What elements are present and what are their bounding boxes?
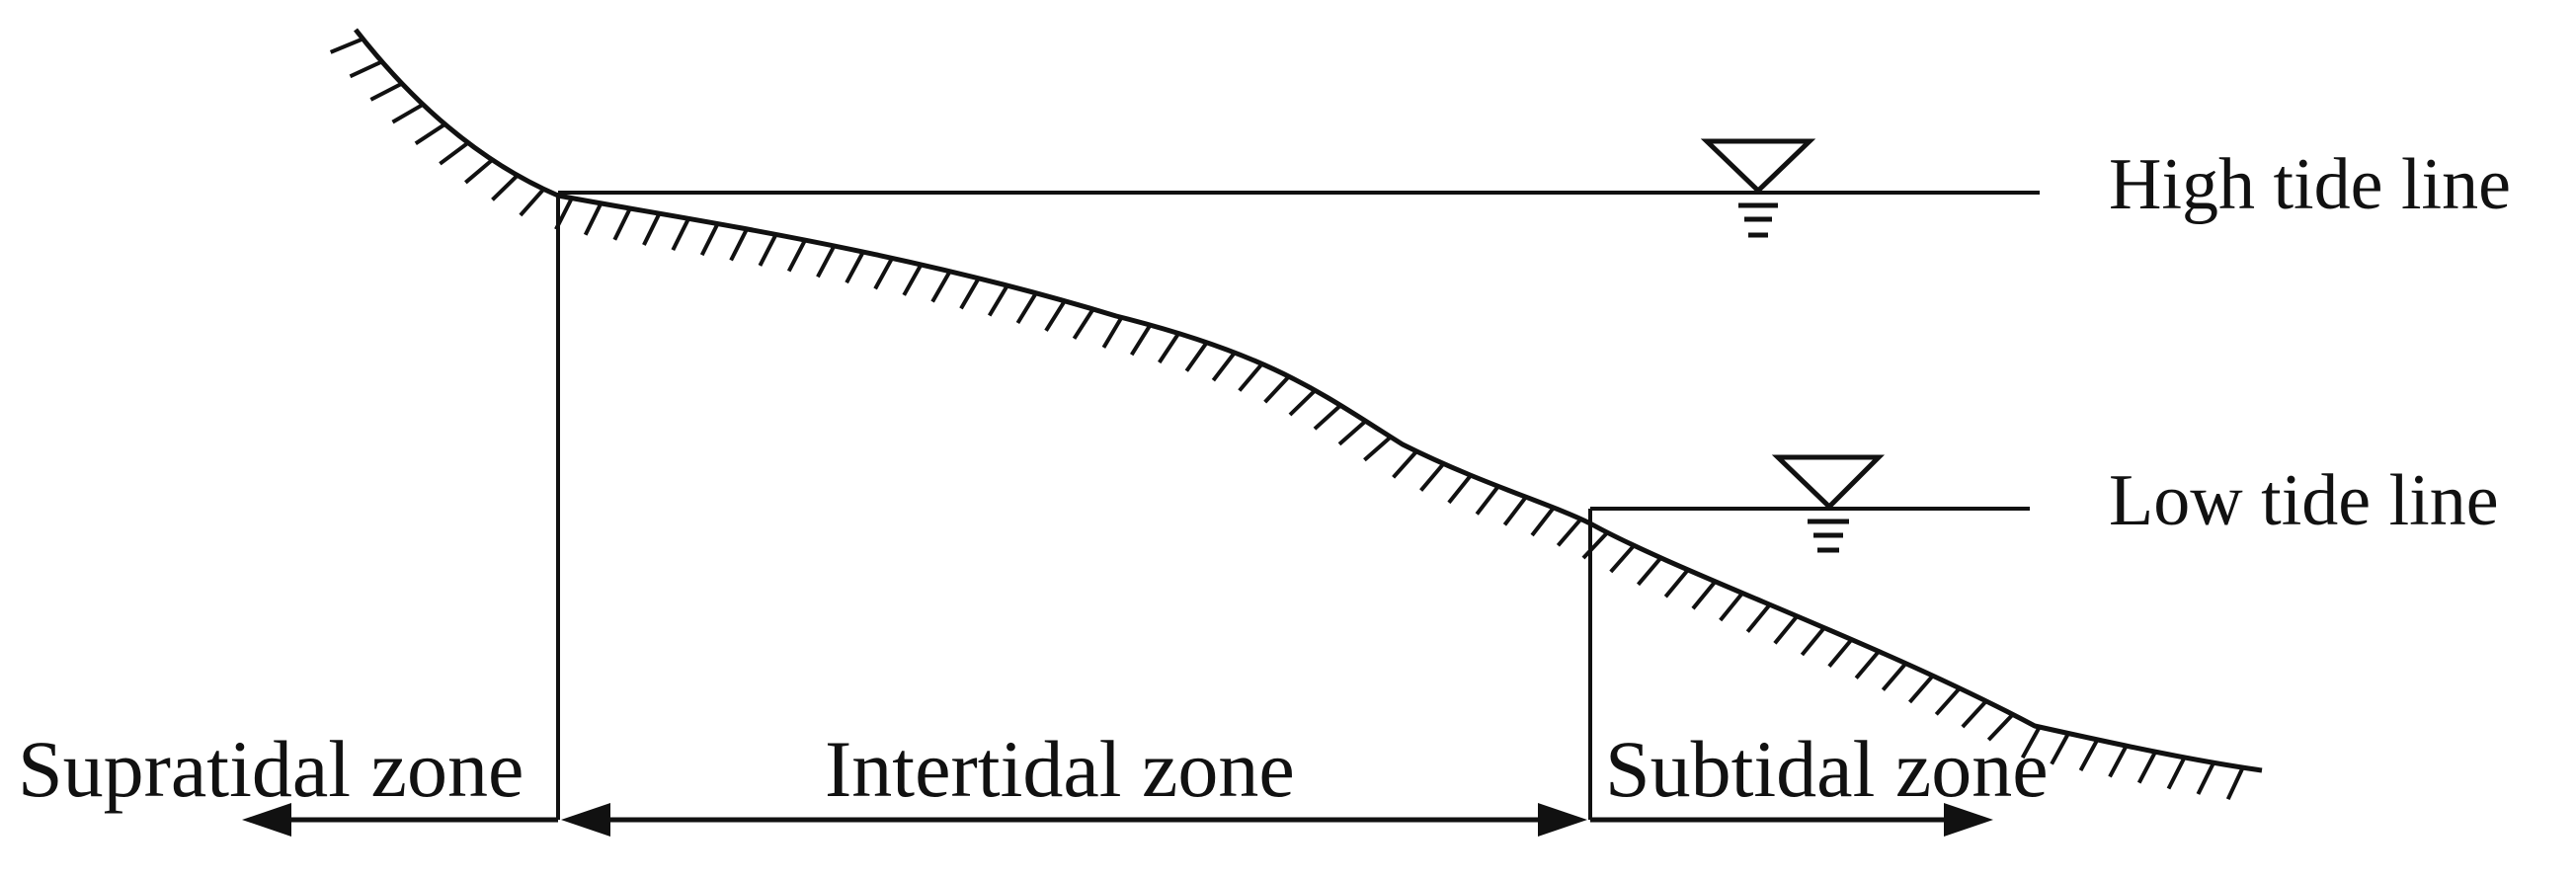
hatch-mark xyxy=(845,251,865,284)
hatch-mark xyxy=(1184,341,1209,372)
hatch-mark xyxy=(1288,388,1317,417)
hatch-mark xyxy=(349,59,383,79)
intertidal-zone-label: Intertidal zone xyxy=(825,724,1295,814)
intertidal-arrow xyxy=(561,803,1587,837)
hatch-mark xyxy=(1961,699,1988,729)
hatch-mark xyxy=(1238,362,1264,392)
hatch-mark xyxy=(1337,419,1368,446)
hatch-mark xyxy=(959,277,981,310)
hatch-mark xyxy=(1101,316,1124,349)
hatch-mark xyxy=(1773,614,1799,645)
hatch-mark xyxy=(1130,324,1153,357)
hatch-mark xyxy=(1581,530,1609,560)
hatch-mark xyxy=(612,207,632,241)
hatch-mark xyxy=(1502,495,1528,526)
hatch-mark xyxy=(987,284,1009,317)
hatch-mark xyxy=(414,122,446,145)
supratidal-arrow xyxy=(242,803,558,837)
hatch-mark xyxy=(2196,761,2215,795)
hatch-mark xyxy=(391,103,425,124)
hatch-mark xyxy=(1447,474,1473,505)
hatch-mark xyxy=(1827,638,1854,668)
hatch-mark xyxy=(1392,449,1418,479)
hatch-mark xyxy=(1881,662,1908,691)
hatch-mark xyxy=(369,81,403,102)
hatch-mark xyxy=(329,37,364,54)
hatch-mark xyxy=(1636,556,1663,587)
hatch-mark xyxy=(902,263,924,296)
hatch-mark xyxy=(2136,751,2157,784)
hatch-mark xyxy=(758,233,778,267)
hatch-mark xyxy=(873,257,894,290)
hatch-mark xyxy=(1719,592,1744,622)
hatch-mark xyxy=(2050,732,2070,765)
high-tide-marker-icon xyxy=(1700,138,1816,238)
hatch-mark xyxy=(1211,351,1237,382)
hatch-mark xyxy=(1854,650,1881,680)
hatch-mark xyxy=(2078,738,2100,772)
supratidal-zone-label: Supratidal zone xyxy=(18,724,524,814)
hatch-mark xyxy=(1313,403,1342,431)
hatch-mark xyxy=(1556,518,1583,547)
hatch-mark xyxy=(1934,686,1962,716)
hatch-mark xyxy=(1158,332,1180,364)
hatch-mark xyxy=(2166,756,2187,790)
hatch-mark xyxy=(1015,291,1038,325)
hatch-mark xyxy=(1044,299,1067,332)
hatch-mark xyxy=(519,188,545,217)
hatch-mark xyxy=(439,140,470,166)
hatch-mark xyxy=(1691,580,1718,610)
hatch-mark xyxy=(1072,307,1095,340)
hatch-mark xyxy=(2020,726,2042,760)
hatch-mark xyxy=(1800,626,1826,657)
hatch-mark xyxy=(1419,462,1446,492)
high-tide-line-label: High tide line xyxy=(2109,144,2511,225)
hatch-mark xyxy=(2108,745,2129,778)
hatch-mark xyxy=(1609,543,1636,574)
hatch-mark xyxy=(491,174,520,201)
hatch-mark xyxy=(729,227,749,262)
hatch-mark xyxy=(1663,568,1690,599)
hatch-mark xyxy=(699,222,720,257)
low-tide-line-label: Low tide line xyxy=(2109,460,2499,541)
hatch-mark xyxy=(930,270,952,303)
sediment-hatching xyxy=(329,37,2245,801)
hatch-mark xyxy=(464,158,494,185)
hatch-mark xyxy=(816,245,837,279)
hatch-mark xyxy=(1907,674,1935,704)
low-tide-marker-icon xyxy=(1771,454,1886,553)
subtidal-arrow xyxy=(1590,803,1993,837)
hatch-mark xyxy=(583,202,604,236)
hatch-mark xyxy=(2225,766,2245,801)
hatch-mark xyxy=(786,239,807,273)
subtidal-zone-label: Subtidal zone xyxy=(1605,724,2049,814)
hatch-mark xyxy=(671,217,690,251)
shore-slope-profile xyxy=(354,28,2263,773)
hatch-mark xyxy=(1263,374,1291,404)
hatch-mark xyxy=(1745,602,1772,633)
hatch-mark xyxy=(1530,506,1556,537)
hatch-mark xyxy=(1986,713,2015,742)
hatch-mark xyxy=(1363,435,1393,462)
hatch-mark xyxy=(642,212,662,246)
hatch-mark xyxy=(1475,485,1500,516)
